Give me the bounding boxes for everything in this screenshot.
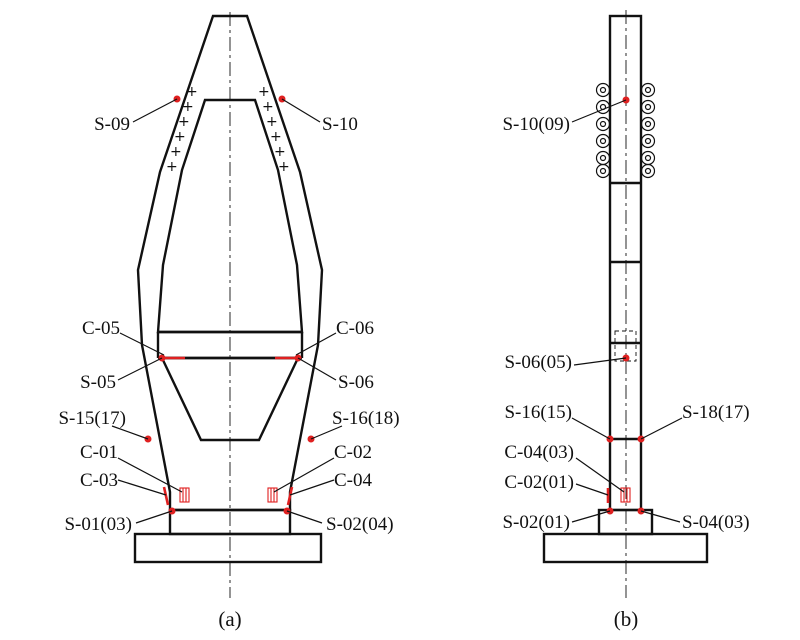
label-s-02-04: S-02(04): [326, 514, 394, 535]
svg-text:+: +: [270, 129, 282, 145]
panel-a-foundation: [133, 532, 323, 564]
panel-a-plus-marks-right: + + + + + +: [258, 84, 290, 175]
svg-text:+: +: [182, 99, 194, 115]
panel-a-lower-opening: [160, 356, 300, 442]
label-c-02-01: C-02(01): [504, 472, 574, 493]
svg-text:+: +: [278, 159, 290, 175]
panel-a: + + + + + + + + + + + +: [58, 12, 400, 631]
caption-b: (b): [614, 607, 639, 631]
panel-a-c01-gauge: [162, 486, 170, 506]
label-c-01: C-01: [80, 442, 118, 463]
panel-a-c02-gauge: [286, 486, 294, 506]
label-s-16-15: S-16(15): [504, 402, 572, 423]
label-c-04: C-04: [334, 470, 373, 491]
panel-a-leader-lines: [111, 98, 343, 524]
label-s-09: S-09: [94, 114, 130, 135]
label-s-10-09: S-10(09): [502, 114, 570, 135]
panel-b-c04-gauge: [620, 487, 631, 503]
panel-b: S-10(09) S-06(05) S-16(15) S-18(17) C-04…: [502, 10, 750, 631]
panel-b-pile-cap: [597, 508, 654, 536]
panel-a-c03-gauge: [179, 487, 190, 503]
panel-b-cable-anchors-left: [595, 82, 611, 179]
label-s-01-03: S-01(03): [64, 514, 132, 535]
label-s-02-01: S-02(01): [502, 512, 570, 533]
label-s-10: S-10: [322, 114, 358, 135]
panel-b-foundation: [542, 532, 709, 564]
caption-a: (a): [218, 607, 241, 631]
panel-b-leader-lines: [571, 99, 683, 523]
svg-text:+: +: [186, 84, 198, 100]
label-c-06: C-06: [336, 318, 374, 339]
label-s-05: S-05: [80, 372, 116, 393]
label-s-06-05: S-06(05): [504, 352, 572, 373]
label-c-05: C-05: [82, 318, 120, 339]
panel-a-plus-marks-left: + + + + + +: [166, 84, 198, 175]
label-c-02: C-02: [334, 442, 372, 463]
label-s-18-17: S-18(17): [682, 402, 750, 423]
panel-a-c04-gauge: [267, 487, 278, 503]
svg-text:+: +: [266, 114, 278, 130]
label-s-04-03: S-04(03): [682, 512, 750, 533]
label-c-04-03: C-04(03): [504, 442, 574, 463]
svg-text:+: +: [178, 114, 190, 130]
panel-b-cable-anchors-right: [640, 82, 656, 179]
svg-text:+: +: [174, 129, 186, 145]
label-s-16-18: S-16(18): [332, 408, 400, 429]
label-s-15-17: S-15(17): [58, 408, 126, 429]
svg-text:+: +: [274, 144, 286, 160]
svg-text:+: +: [262, 99, 274, 115]
svg-text:+: +: [166, 159, 178, 175]
panel-b-crossbeam-hidden: [614, 330, 637, 362]
svg-text:+: +: [258, 84, 270, 100]
svg-text:+: +: [170, 144, 182, 160]
label-c-03: C-03: [80, 470, 118, 491]
label-s-06: S-06: [338, 372, 374, 393]
